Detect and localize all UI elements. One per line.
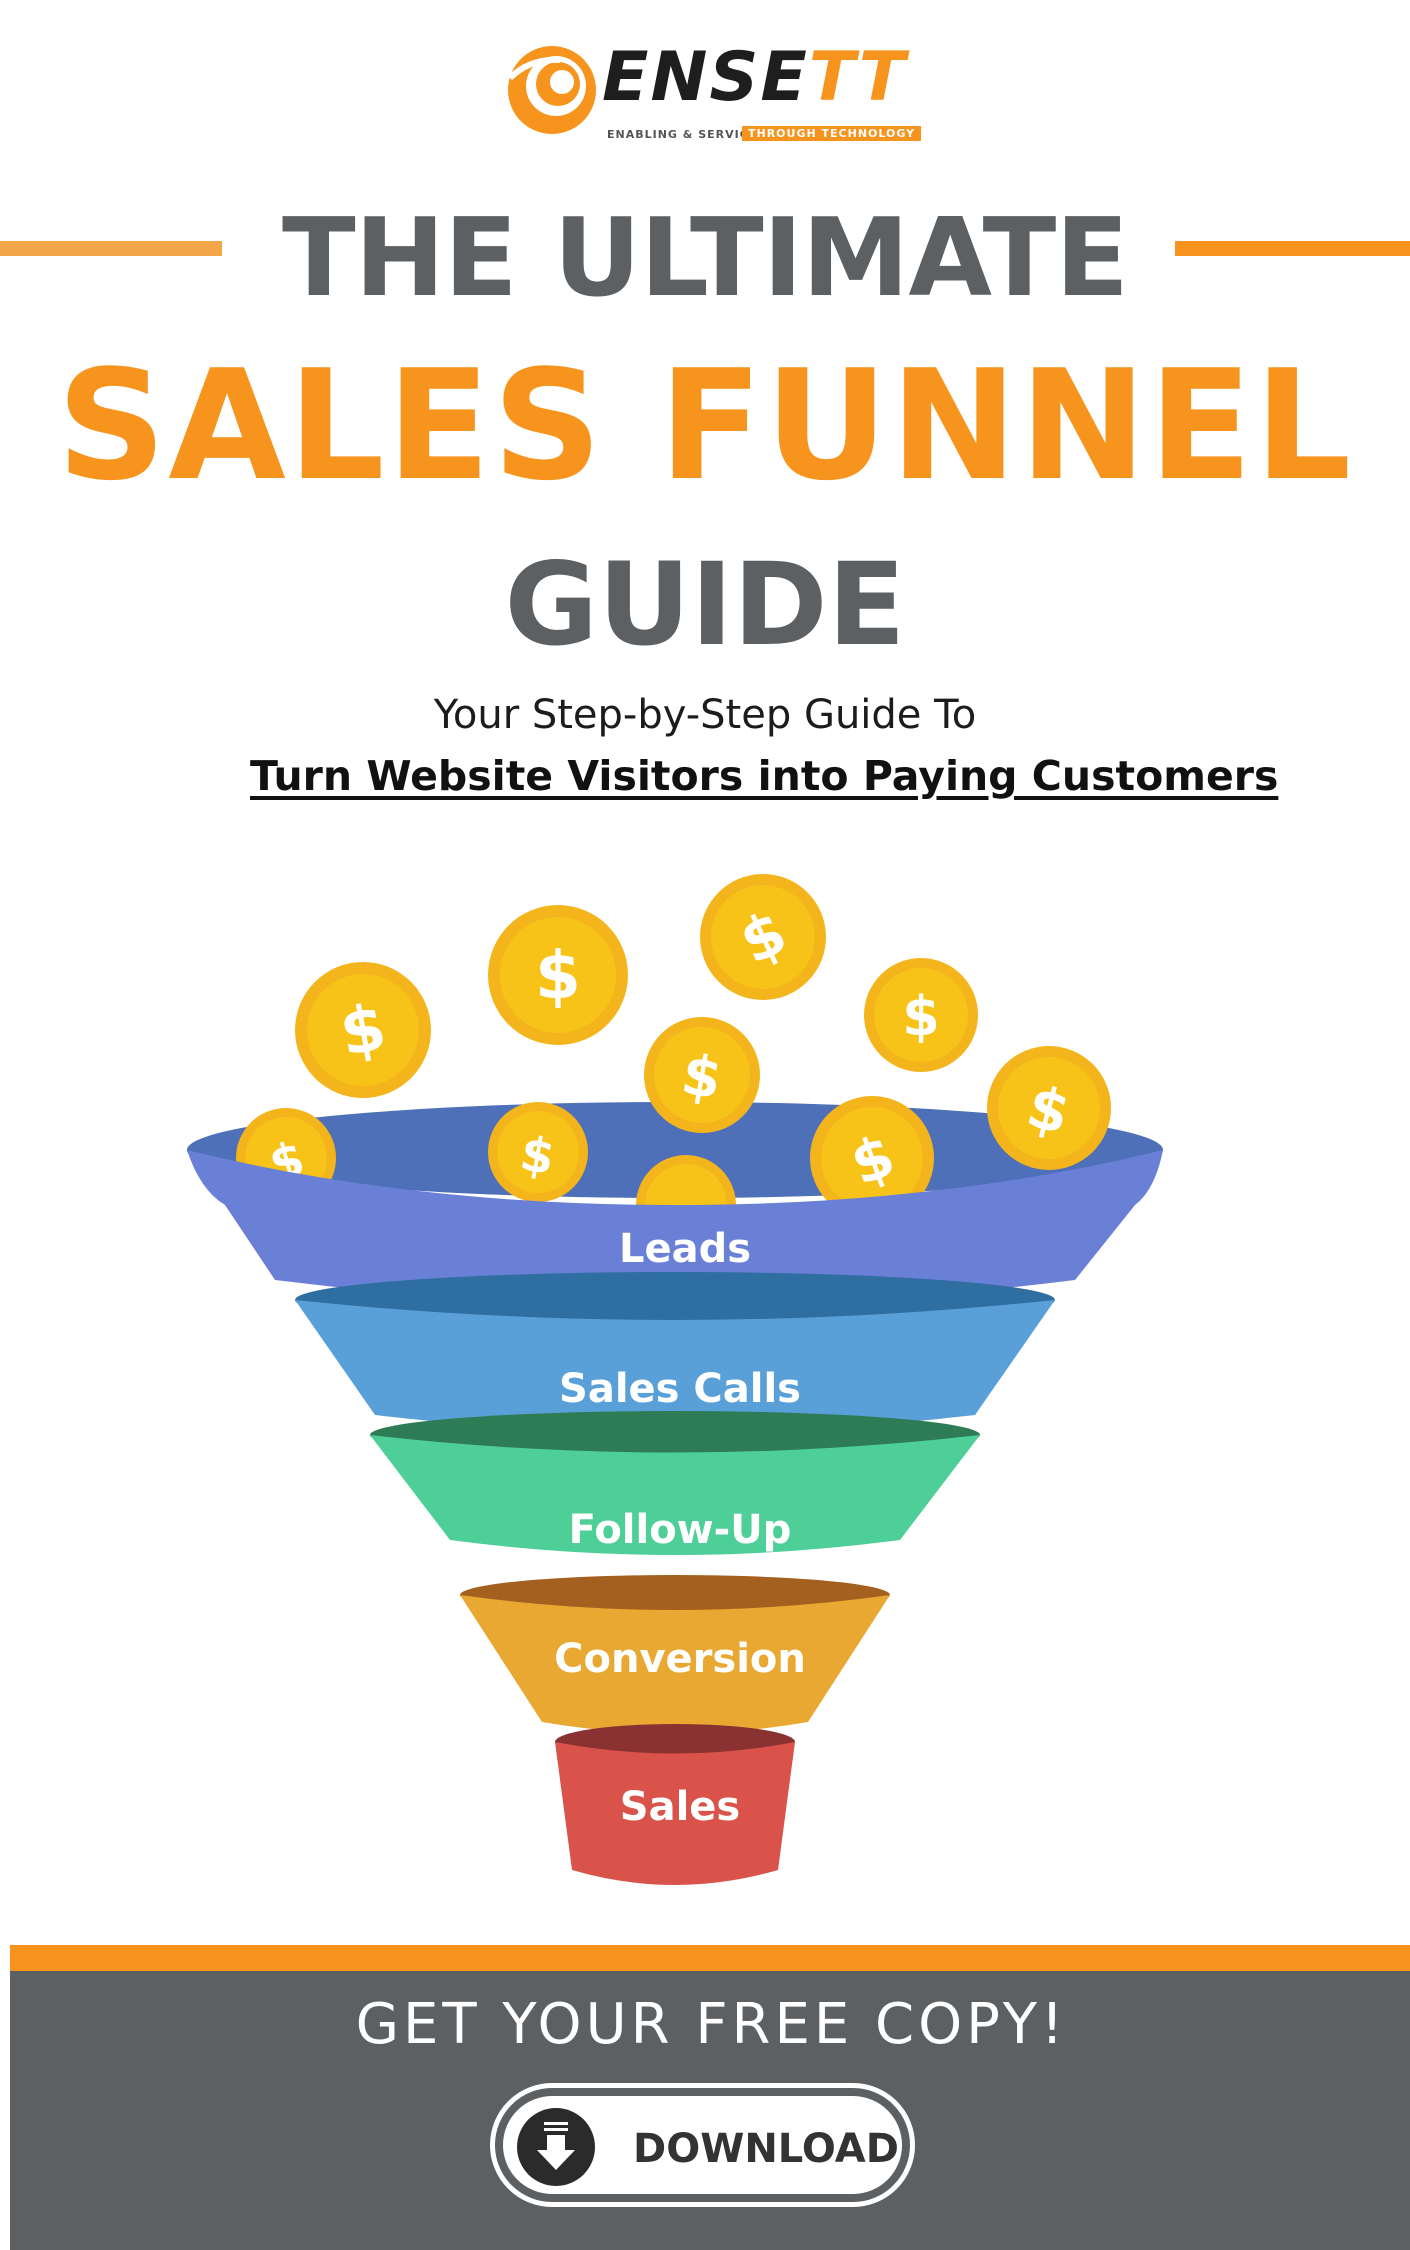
brand-logo: ENSETT ENABLING & SERVICES THROUGH TECHN… xyxy=(500,38,940,148)
svg-text:$: $ xyxy=(902,985,940,1048)
stage-label-sales: Sales xyxy=(620,1784,740,1830)
funnel-stage-sales xyxy=(555,1742,795,1885)
dollar-coin-icon: $ xyxy=(488,1102,588,1202)
brand-tagline-right: THROUGH TECHNOLOGY xyxy=(742,126,922,141)
dollar-coin-icon: $ xyxy=(987,1046,1111,1170)
funnel-stage-leads xyxy=(187,1150,1163,1305)
svg-text:$: $ xyxy=(535,937,581,1014)
cta-heading: GET YOUR FREE COPY! xyxy=(355,1992,1068,2057)
funnel-stage-conversion xyxy=(460,1595,890,1734)
headline-line-3: GUIDE xyxy=(504,538,906,671)
right-divider xyxy=(1175,241,1410,256)
dollar-coin-icon: $ xyxy=(864,958,978,1072)
brand-tagline-left: ENABLING & SERVICES xyxy=(607,128,767,141)
swirl-logo-icon xyxy=(507,46,596,134)
stage-label-conversion: Conversion xyxy=(554,1636,806,1682)
dollar-coin-icon: $ xyxy=(488,905,628,1045)
dollar-coin-icon: $ xyxy=(700,874,826,1000)
stage-label-follow-up: Follow-Up xyxy=(569,1507,792,1553)
funnel-stage-follow-up xyxy=(370,1435,980,1555)
footer-accent-band xyxy=(10,1945,1410,1971)
download-button-label[interactable]: DOWNLOAD xyxy=(633,2126,899,2172)
funnel-stage-sales-calls xyxy=(295,1300,1055,1433)
left-divider xyxy=(0,241,222,256)
subtitle-line-2: Turn Website Visitors into Paying Custom… xyxy=(250,752,1279,800)
download-button-inner[interactable]: DOWNLOAD xyxy=(503,2096,902,2194)
dollar-coin-icon: $ xyxy=(644,1017,760,1133)
headline-line-1: THE ULTIMATE xyxy=(281,196,1129,321)
dollar-coin-icon: $ xyxy=(810,1096,934,1220)
dollar-coin-icon: $ xyxy=(295,962,431,1098)
headline-line-2: SALES FUNNEL xyxy=(56,337,1354,514)
sales-funnel-illustration: $ $ $ $ $ $ $ $ $ xyxy=(187,874,1163,1885)
download-icon xyxy=(517,2108,595,2186)
brand-name: ENSETT xyxy=(602,38,908,117)
stage-label-sales-calls: Sales Calls xyxy=(559,1366,801,1412)
download-button[interactable]: DOWNLOAD xyxy=(490,2083,915,2207)
stage-label-leads: Leads xyxy=(619,1226,751,1272)
subtitle-line-1: Your Step-by-Step Guide To xyxy=(433,692,977,738)
